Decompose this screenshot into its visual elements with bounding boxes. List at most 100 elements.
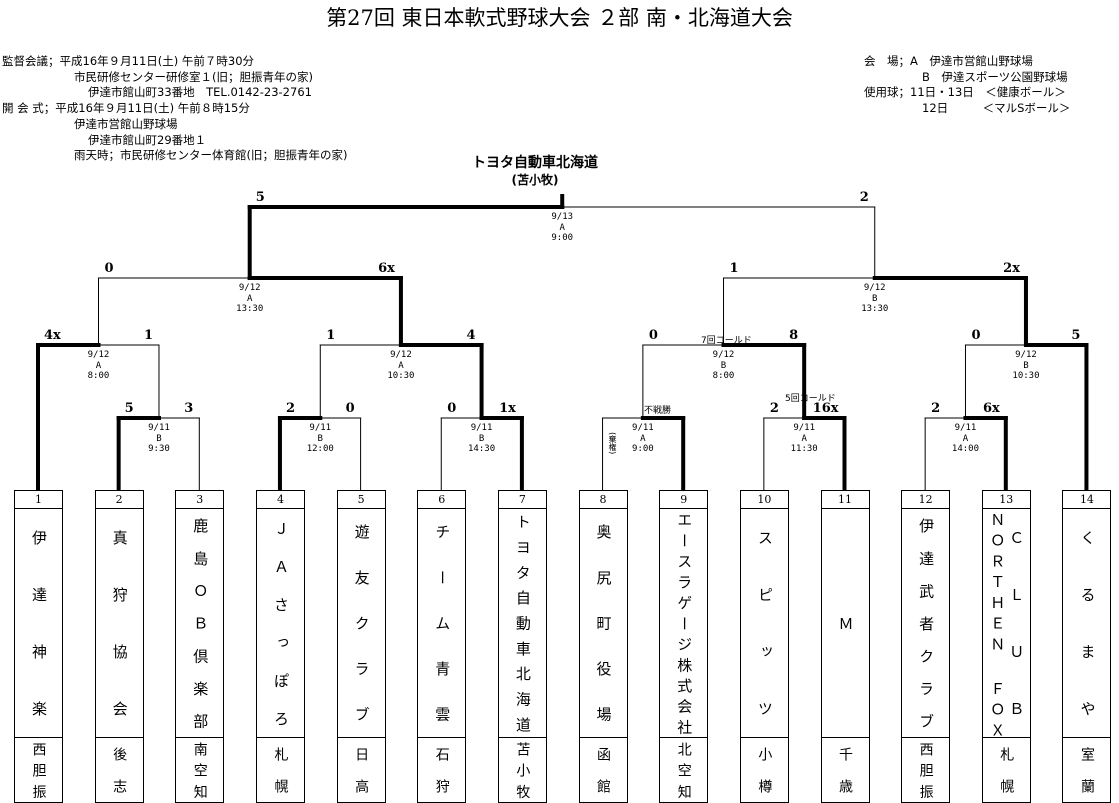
- match-field: B: [156, 433, 162, 444]
- score-left: 0: [104, 261, 114, 276]
- team-region: 千歳: [837, 747, 853, 802]
- rain-venue: 雨天時；市民研修センター体育館(旧；胆振青年の家): [74, 148, 348, 163]
- match-schedule: 9/12 B 13:30: [845, 283, 905, 315]
- team-region: 後志: [111, 747, 128, 802]
- match-field: B: [872, 293, 878, 304]
- forfeit-note: (棄権): [608, 432, 617, 455]
- team-name: 伊達武者クラブ: [917, 517, 936, 738]
- team-number: 3: [176, 491, 224, 509]
- match-time: 13:30: [861, 304, 889, 314]
- team-name: スピッツ: [755, 530, 774, 738]
- champion: トヨタ自動車北海道 (苫小牧): [435, 155, 635, 189]
- team-name-cell: 伊達武者クラブ: [902, 509, 950, 738]
- match-time: 11:30: [790, 444, 818, 454]
- match-schedule: 9/11 A 14:00: [935, 423, 995, 455]
- score-left: 2: [285, 401, 295, 416]
- team-box: 6 チーム青雲 石狩: [417, 490, 467, 803]
- meeting-line: 監督会議；平成16年９月11日(土) 午前７時30分: [2, 54, 255, 68]
- team-number: 11: [821, 491, 869, 509]
- team-name-cell: Ｍ: [821, 509, 869, 738]
- team-name: 遊友クラブ: [352, 524, 371, 738]
- team-name-cell: トヨタ自動車北海道: [498, 509, 546, 738]
- match-field: A: [398, 360, 404, 371]
- team-number: 14: [1063, 491, 1111, 509]
- meeting-venue: 市民研修センター研修室１(旧；胆振青年の家): [74, 69, 313, 84]
- team-box: 4 ＪＡさっぽろ 札幌: [255, 490, 305, 803]
- team-region: 札幌: [272, 747, 289, 802]
- team-name-cell: ＪＡさっぽろ: [256, 509, 304, 738]
- match-date: 9/12: [863, 283, 886, 293]
- score-left: 2: [931, 401, 941, 416]
- match-time: 12:00: [306, 444, 334, 454]
- match-time: 9:00: [551, 233, 574, 243]
- venue-b: B 伊達スポーツ公園野球場: [922, 69, 1068, 84]
- team-region-cell: 小樽: [741, 738, 788, 802]
- match-field: A: [95, 360, 102, 371]
- team-name-cell: 奥尻町役場: [579, 509, 627, 738]
- score-left: 0: [971, 328, 981, 343]
- team-region: 室蘭: [1078, 747, 1095, 802]
- team-box: 2 真狩協会 後志: [94, 490, 144, 803]
- score-right: 1x: [499, 401, 516, 416]
- match-field: A: [246, 293, 253, 304]
- team-name: エースラゲージ株式会社: [675, 511, 694, 738]
- match-date: 9/12: [1015, 350, 1037, 360]
- match-date: 9/11: [954, 423, 977, 433]
- match-schedule: 9/12 A 8:00: [68, 350, 128, 382]
- info-right: 会 場；A 伊達市営館山野球場 B 伊達スポーツ公園野球場 使用球；11日・13…: [864, 54, 1070, 117]
- score-right: 16x: [812, 401, 839, 416]
- match-date: 9/12: [238, 283, 261, 293]
- score-right: 2: [859, 190, 869, 205]
- team-region-cell: 北空知: [660, 738, 707, 802]
- team-name-cell: チーム青雲: [418, 509, 466, 738]
- match-schedule: 9/13 A 9:00: [532, 212, 592, 244]
- team-number: 13: [982, 491, 1030, 509]
- walkover-note: 不戦勝: [644, 406, 672, 416]
- score-right: 8: [789, 328, 799, 343]
- team-region-cell: 西胆振: [902, 738, 949, 802]
- match-date: 9/11: [793, 423, 816, 433]
- score-right: 6x: [983, 401, 1000, 416]
- team-number: 4: [256, 491, 304, 509]
- team-box: 14 くるまや 室蘭: [1062, 490, 1112, 803]
- match-schedule: 9/12 A 10:30: [371, 350, 431, 382]
- team-region: 石狩: [433, 747, 450, 802]
- match-time: 9:00: [632, 444, 654, 454]
- match-schedule: 9/11 B 12:00: [290, 423, 350, 455]
- champion-region: (苫小牧): [511, 173, 559, 187]
- score-right: 4: [466, 328, 476, 343]
- team-number: 7: [498, 491, 546, 509]
- meeting-address: 伊達市館山町33番地 TEL.0142-23-2761: [88, 85, 312, 100]
- team-name: ＪＡさっぽろ: [271, 520, 290, 738]
- team-region: 函館: [595, 747, 612, 802]
- score-right: 1: [143, 328, 153, 343]
- team-name: 鹿島ＯＢ倶楽部: [191, 517, 210, 738]
- match-field: B: [478, 433, 485, 444]
- team-region: 小樽: [756, 747, 773, 802]
- team-region: 北空知: [675, 741, 692, 802]
- team-name-cell: 遊友クラブ: [337, 509, 385, 738]
- team-region-cell: 札幌: [257, 738, 304, 802]
- score-right: 0: [345, 401, 355, 416]
- score-right: 6x: [378, 261, 395, 276]
- match-date: 9/11: [148, 423, 170, 433]
- team-box: 7 トヨタ自動車北海道 苫小牧: [497, 490, 547, 803]
- team-name-2: ＮＯＲＴＨＥＮ ＦＯＸ: [988, 511, 1007, 738]
- team-region: 南空知: [191, 741, 208, 802]
- team-name: チーム青雲: [433, 524, 452, 738]
- team-name-cell: エースラゲージ株式会社: [660, 509, 708, 738]
- team-box: 11 Ｍ 千歳: [820, 490, 870, 803]
- team-number: 8: [579, 491, 627, 509]
- team-box: 10 スピッツ 小樽: [739, 490, 789, 803]
- match-date: 9/12: [712, 350, 735, 360]
- match-date: 9/13: [551, 212, 574, 222]
- match-date: 9/12: [87, 350, 110, 360]
- score-right: 2x: [1003, 261, 1020, 276]
- match-field: A: [962, 433, 969, 444]
- team-region-cell: 石狩: [418, 738, 465, 802]
- match-time: 14:30: [468, 444, 496, 454]
- team-region: 苫小牧: [514, 741, 531, 802]
- team-name-cell: 伊達神楽: [15, 509, 62, 738]
- match-time: 8:00: [87, 371, 110, 381]
